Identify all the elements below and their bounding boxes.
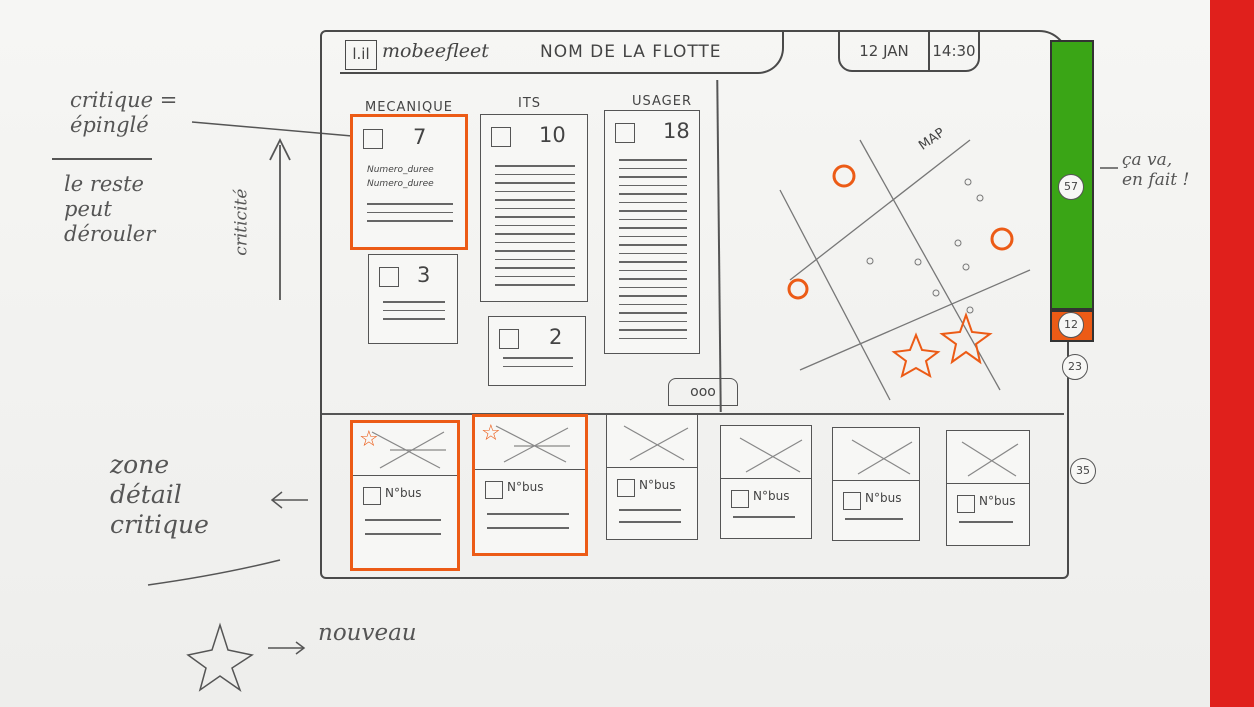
bus-line bbox=[365, 519, 441, 521]
card-detail-line1: Numero_duree bbox=[367, 165, 434, 175]
more-button[interactable]: ooo bbox=[668, 378, 738, 406]
note-ca-va: ça va, en fait ! bbox=[1122, 150, 1189, 191]
bus-number: N°bus bbox=[865, 491, 902, 505]
note-critique-line2: épinglé bbox=[70, 113, 149, 138]
bus-number: N°bus bbox=[753, 489, 790, 503]
bus-photo-placeholder bbox=[833, 428, 919, 481]
card-checkbox[interactable] bbox=[491, 127, 511, 147]
bus-line bbox=[487, 527, 569, 529]
bus-checkbox[interactable] bbox=[485, 481, 503, 499]
bus-checkbox[interactable] bbox=[731, 490, 749, 508]
bus-number: N°bus bbox=[507, 480, 544, 494]
card-count: 3 bbox=[417, 263, 431, 287]
fleet-title: NOM DE LA FLOTTE bbox=[540, 42, 722, 62]
alert-card-its[interactable]: 10 bbox=[480, 114, 588, 302]
map-panel[interactable]: MAP bbox=[740, 80, 1045, 410]
clock: 12 JAN 14:30 bbox=[838, 30, 980, 72]
bus-photo-placeholder bbox=[947, 431, 1029, 484]
card-checkbox[interactable] bbox=[499, 329, 519, 349]
note-critique: critique = épinglé bbox=[70, 88, 177, 138]
note-critique-line1: critique = bbox=[70, 88, 178, 112]
app-name: mobeefleet bbox=[382, 40, 489, 62]
alert-card-usager[interactable]: 18 bbox=[604, 110, 700, 354]
bus-card[interactable]: N°bus bbox=[606, 414, 698, 540]
bus-photo-placeholder bbox=[353, 423, 457, 476]
note-nouveau: nouveau bbox=[318, 620, 417, 646]
bus-checkbox[interactable] bbox=[843, 492, 861, 510]
app-logo-icon: l.il bbox=[345, 40, 377, 70]
bus-checkbox[interactable] bbox=[363, 487, 381, 505]
bus-line bbox=[365, 533, 441, 535]
card-text-lines bbox=[503, 357, 573, 374]
note-reste-line3: dérouler bbox=[64, 222, 156, 247]
bus-line bbox=[845, 518, 903, 520]
bus-card[interactable]: N°bus bbox=[832, 427, 920, 541]
sidebar-count-bubble[interactable]: 12 bbox=[1058, 312, 1084, 338]
new-star-icon: ☆ bbox=[359, 427, 379, 452]
card-count: 2 bbox=[549, 325, 563, 349]
note-reste-line1: le reste bbox=[64, 172, 144, 196]
card-text-lines bbox=[367, 203, 453, 229]
bus-line bbox=[959, 521, 1013, 523]
card-checkbox[interactable] bbox=[615, 123, 635, 143]
note-zone-detail: zone détail critique bbox=[110, 450, 209, 540]
card-count: 10 bbox=[539, 123, 566, 147]
sidebar-count-bubble[interactable]: 23 bbox=[1062, 354, 1088, 380]
bus-number: N°bus bbox=[639, 478, 676, 492]
header-bar bbox=[340, 30, 784, 74]
vehicle-sidebar[interactable]: 57 12 23 35 bbox=[1050, 40, 1096, 560]
column-title-mecanique: MECANIQUE bbox=[365, 100, 453, 115]
note-zone-line2: détail bbox=[110, 480, 182, 509]
card-detail-line2: Numero_duree bbox=[367, 179, 434, 189]
bus-card[interactable]: ☆ N°bus bbox=[472, 414, 588, 556]
note-zone-line1: zone bbox=[110, 450, 170, 479]
sidebar-count-bubble[interactable]: 35 bbox=[1070, 458, 1096, 484]
bus-checkbox[interactable] bbox=[957, 495, 975, 513]
note-reste: le reste peut dérouler bbox=[64, 172, 155, 248]
bus-card[interactable]: N°bus bbox=[720, 425, 812, 539]
note-reste-line2: peut bbox=[64, 197, 112, 222]
note-ca-va-line1: ça va, bbox=[1122, 150, 1173, 170]
card-text-lines bbox=[383, 301, 445, 327]
bus-checkbox[interactable] bbox=[617, 479, 635, 497]
bus-line bbox=[487, 513, 569, 515]
new-star-icon: ☆ bbox=[481, 421, 501, 446]
bus-card[interactable]: ☆ N°bus bbox=[350, 420, 460, 571]
bus-number: N°bus bbox=[979, 494, 1016, 508]
alert-card-mecanique[interactable]: 3 bbox=[368, 254, 458, 344]
bus-number: N°bus bbox=[385, 486, 422, 500]
sidebar-count-bubble[interactable]: 57 bbox=[1058, 174, 1084, 200]
clock-date: 12 JAN bbox=[859, 42, 909, 60]
note-zone-line3: critique bbox=[110, 510, 209, 539]
note-ca-va-line2: en fait ! bbox=[1122, 170, 1190, 191]
card-count: 7 bbox=[413, 125, 427, 149]
bus-photo-placeholder bbox=[475, 417, 585, 470]
clock-time: 14:30 bbox=[928, 32, 978, 70]
bus-card[interactable]: N°bus bbox=[946, 430, 1030, 546]
bus-photo-placeholder bbox=[721, 426, 811, 479]
alert-card-mecanique-critical[interactable]: 7 Numero_duree Numero_duree bbox=[350, 114, 468, 250]
note-underline bbox=[52, 158, 152, 160]
card-checkbox[interactable] bbox=[379, 267, 399, 287]
card-text-lines bbox=[619, 159, 687, 346]
bus-line bbox=[619, 521, 681, 523]
column-title-its: ITS bbox=[518, 96, 542, 111]
card-checkbox[interactable] bbox=[363, 129, 383, 149]
bus-line bbox=[733, 516, 795, 518]
bus-line bbox=[619, 509, 681, 511]
card-text-lines bbox=[495, 165, 575, 293]
bus-photo-placeholder bbox=[607, 415, 697, 468]
card-count: 18 bbox=[663, 119, 690, 143]
alert-card-its-small[interactable]: 2 bbox=[488, 316, 586, 386]
map-sketch bbox=[779, 139, 1031, 401]
column-title-usager: USAGER bbox=[632, 94, 692, 109]
red-background-strip bbox=[1210, 0, 1254, 707]
